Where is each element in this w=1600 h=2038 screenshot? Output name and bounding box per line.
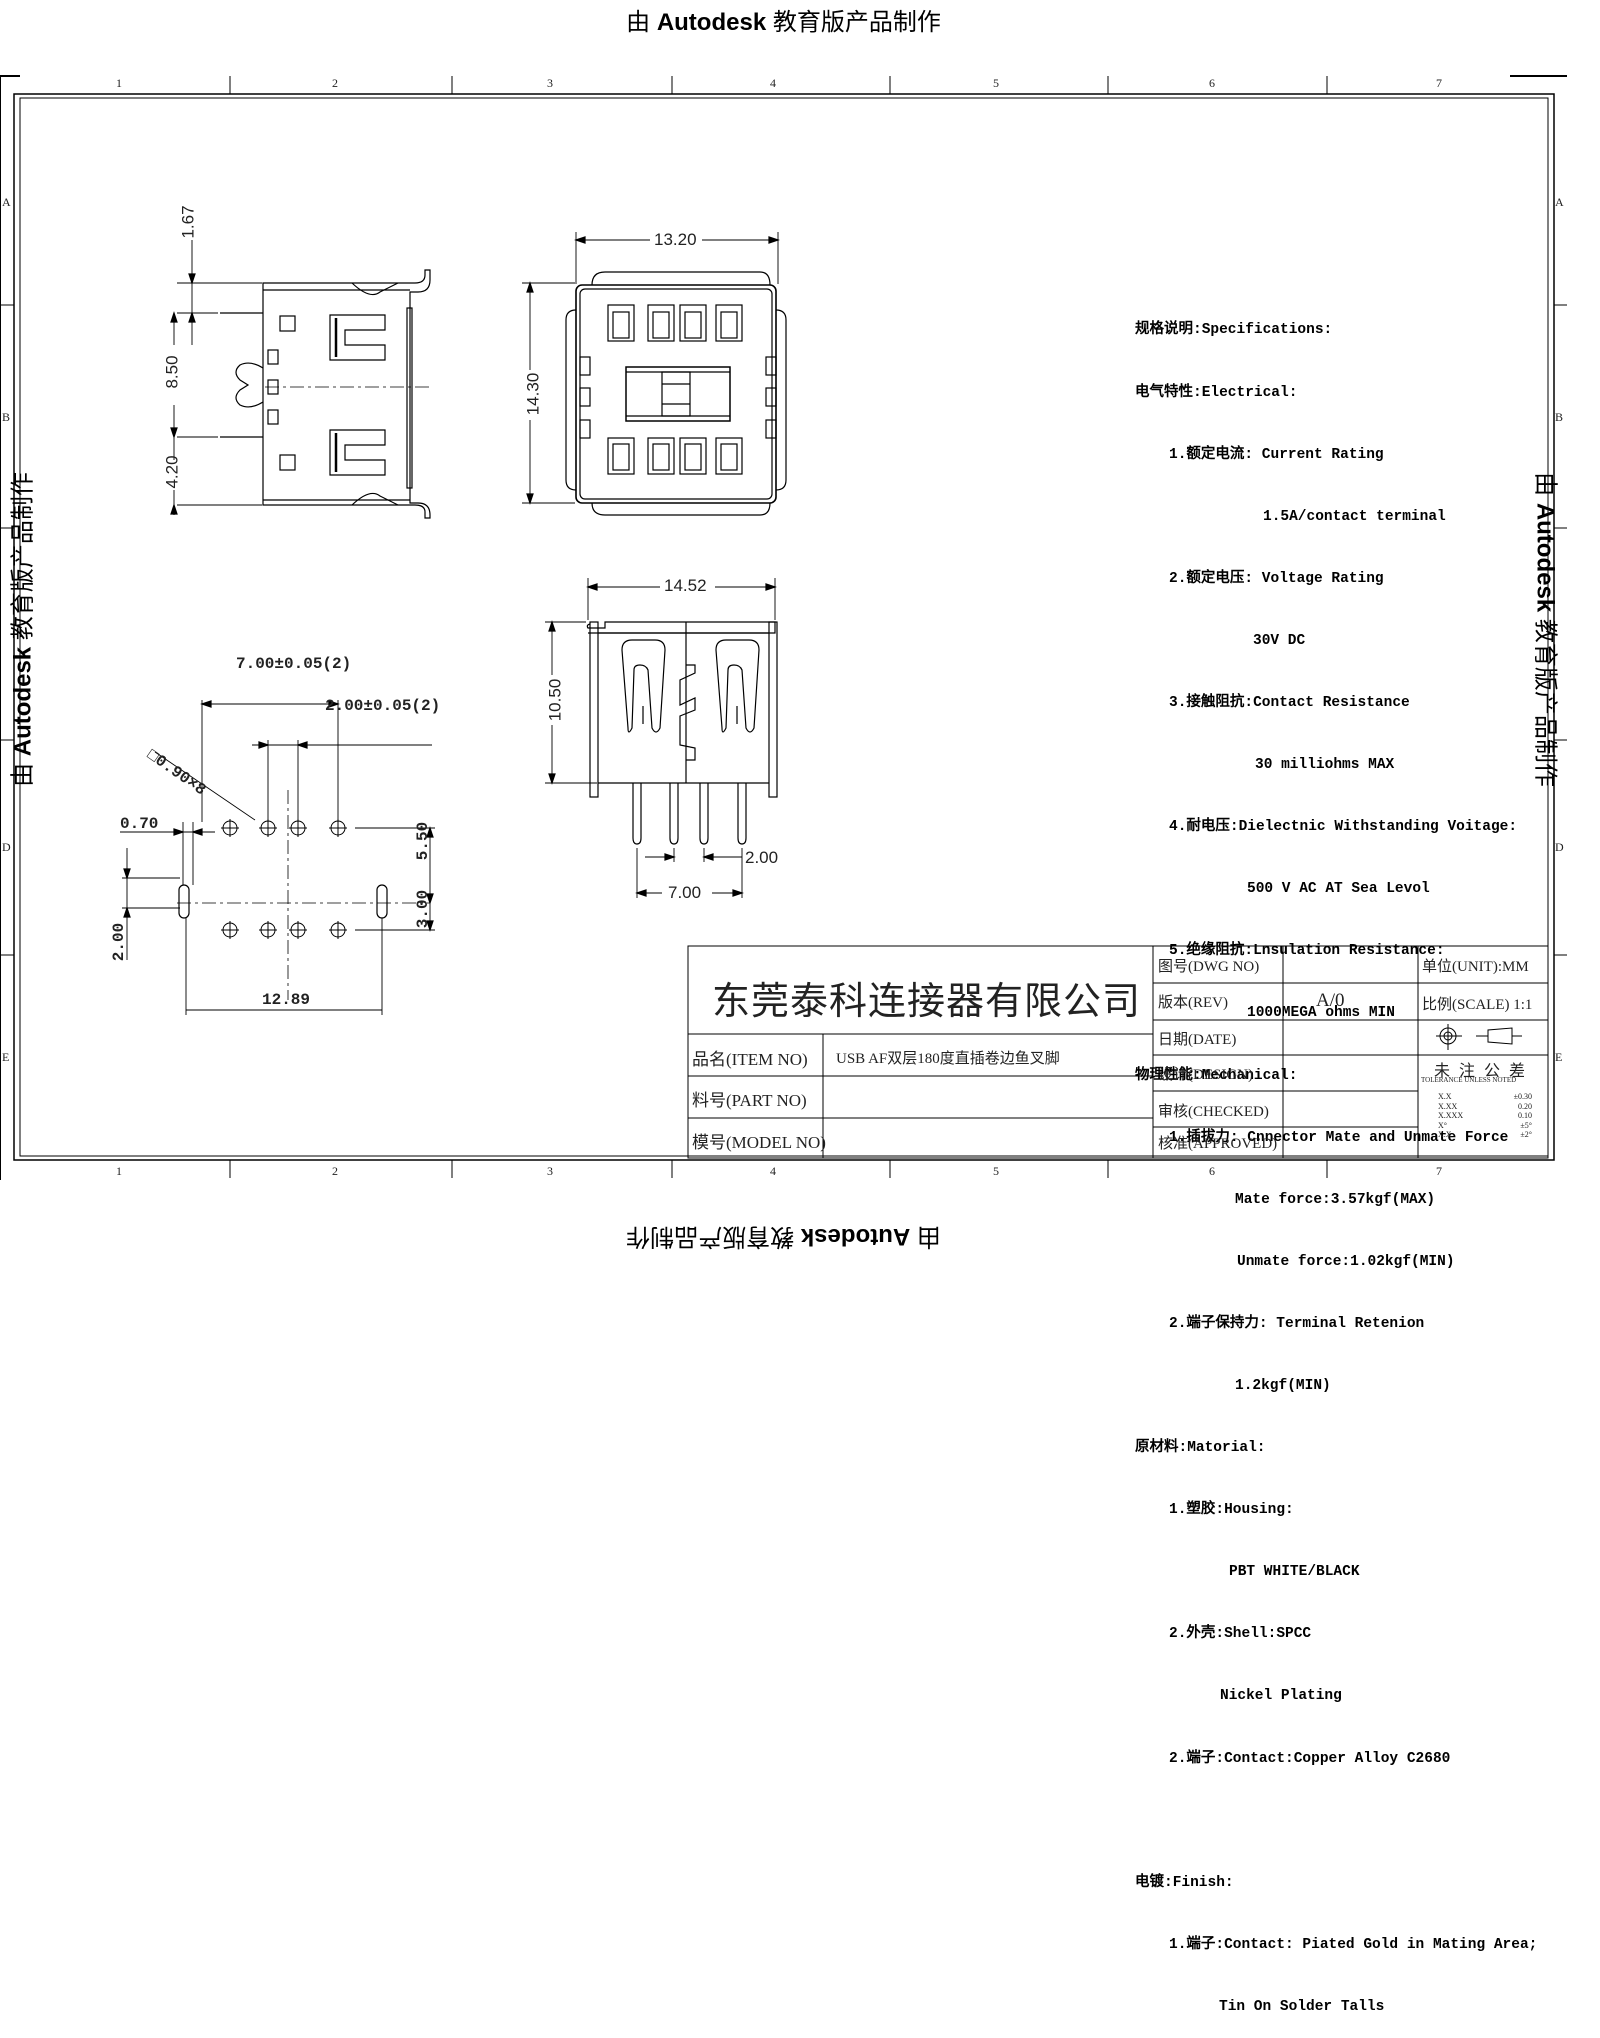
model-no-label: 模号(MODEL NO) — [692, 1133, 826, 1152]
col-label-7: 7 — [1436, 76, 1442, 90]
spec-line: 1.5A/contact terminal — [1263, 508, 1446, 525]
date-label: 日期(DATE) — [1158, 1032, 1237, 1048]
col-label-7-bottom: 7 — [1436, 1164, 1442, 1178]
rev-label: 版本(REV) — [1158, 995, 1228, 1011]
col-label-1: 1 — [116, 76, 122, 90]
spec-line: Unmate force:1.02kgf(MIN) — [1237, 1253, 1455, 1270]
spec-line: 1.端子:Contact: Piated Gold in Mating Area… — [1169, 1936, 1538, 1953]
tolerance-title: 未注公差 — [1434, 1063, 1535, 1080]
dim-pcb-5-50: 5.50 — [414, 821, 433, 861]
title-block-grid — [687, 945, 1549, 1159]
spec-line: 2.额定电压: Voltage Rating — [1169, 570, 1384, 587]
dim-front-13-20: 13.20 — [654, 230, 697, 249]
spec-line: 1.塑胶:Housing: — [1169, 1502, 1294, 1519]
col-label-6: 6 — [1209, 76, 1215, 90]
row-label-e-right: E — [1555, 1050, 1563, 1064]
spec-line: 5.绝缘阻抗:Lnsulation Resistance: — [1169, 943, 1445, 960]
bottom-view — [545, 578, 778, 898]
spec-line: 电气特性:Electrical: — [1135, 384, 1298, 401]
row-label-e: E — [2, 1050, 10, 1064]
dim-side-4-20: 4.20 — [162, 455, 182, 489]
spec-line: 原材料:Matorial: — [1135, 1440, 1266, 1457]
tolerance-subtitle: TOLERANCE UNLESS NOTED — [1421, 1076, 1517, 1084]
dim-pcb-2-00-vertical: 2.00 — [110, 922, 129, 962]
row-label-a: A — [2, 195, 11, 209]
col-label-5: 5 — [993, 76, 999, 90]
dim-front-14-30: 14.30 — [523, 372, 543, 416]
col-label-2: 2 — [332, 76, 338, 90]
spec-line: Mate force:3.57kgf(MAX) — [1235, 1191, 1436, 1208]
watermark-top: 由 Autodesk 教育版产品制作 — [626, 9, 941, 36]
spec-line: Tin On Solder Talls — [1219, 1998, 1385, 2015]
spec-line: 1.额定电流: Current Rating — [1169, 446, 1384, 463]
drawing-canvas — [0, 75, 1567, 1180]
dim-side-1-67: 1.67 — [178, 205, 198, 239]
spec-line: 2.端子保持力: Terminal Retenion — [1169, 1315, 1425, 1332]
item-no-label: 品名(ITEM NO) — [692, 1050, 808, 1069]
side-view — [170, 240, 431, 519]
item-no-value: USB AF双层180度直插卷边鱼叉脚 — [836, 1051, 1060, 1067]
spec-line: 1.2kgf(MIN) — [1235, 1378, 1331, 1394]
tolerance-values: ±0.30 0.20 0.10 ±5° ±2° — [1513, 1092, 1532, 1139]
dim-side-8-50: 8.50 — [162, 355, 182, 389]
col-label-2-bottom: 2 — [332, 1164, 338, 1178]
dim-pcb-2-00: 2.00±0.05(2) — [325, 697, 441, 715]
approved-label: 核准(APPROVED) — [1158, 1136, 1278, 1152]
spec-line: 规格说明:Specifications: — [1135, 322, 1333, 339]
spec-line: 1.插拔力: Cnnector Mate and Unmate Force — [1169, 1129, 1509, 1146]
drawing-frame — [0, 75, 1567, 1180]
col-label-4-bottom: 4 — [770, 1164, 776, 1178]
dwg-no-label: 图号(DWG NO) — [1158, 959, 1260, 975]
row-label-a-right: A — [1555, 195, 1564, 209]
spec-line: Nickel Plating — [1220, 1688, 1342, 1705]
col-label-5-bottom: 5 — [993, 1164, 999, 1178]
spec-line: 2.外壳:Shell:SPCC — [1169, 1626, 1312, 1643]
row-label-b-right: B — [1555, 410, 1564, 424]
checked-label: 审核(CHECKED) — [1158, 1104, 1269, 1120]
dim-pcb-0-70: 0.70 — [120, 815, 159, 833]
row-label-b: B — [2, 410, 11, 424]
spec-line: 电镀:Finish: — [1135, 1874, 1234, 1891]
spec-line: 2.端子:Contact:Copper Alloy C2680 — [1169, 1750, 1451, 1767]
dim-bottom-2-00: 2.00 — [745, 848, 779, 867]
row-label-d-right: D — [1555, 840, 1564, 854]
scale-label: 比例(SCALE) 1:1 — [1422, 997, 1533, 1013]
dim-pcb-3-00: 3.00 — [414, 889, 433, 929]
col-label-6-bottom: 6 — [1209, 1164, 1215, 1178]
row-label-d: D — [2, 840, 11, 854]
col-label-3: 3 — [547, 76, 553, 90]
spec-line: 1000MEGA ohms MIN — [1247, 1005, 1395, 1022]
part-no-label: 料号(PART NO) — [692, 1091, 807, 1110]
company-name: 东莞泰科连接器有限公司 — [712, 981, 1142, 1023]
dim-bottom-14-52: 14.52 — [664, 576, 707, 595]
spec-line: 500 V AC AT Sea Levol — [1247, 881, 1430, 898]
design-label: 设计(DESIGN) — [1158, 1067, 1253, 1083]
spec-line: 4.耐电压:Dielectnic Withstanding Voitage: — [1169, 819, 1518, 836]
front-view — [522, 232, 787, 516]
spec-line: PBT WHITE/BLACK — [1229, 1564, 1360, 1581]
dim-pcb-7-00: 7.00±0.05(2) — [236, 655, 352, 673]
spec-line: 3.接触阻抗:Contact Resistance — [1169, 694, 1410, 711]
col-label-4: 4 — [770, 76, 776, 90]
col-label-1-bottom: 1 — [116, 1164, 122, 1178]
rev-value: A/0 — [1316, 990, 1345, 1011]
dim-bottom-7-00: 7.00 — [668, 883, 702, 902]
unit-label: 单位(UNIT):MM — [1422, 959, 1529, 975]
spec-line: 30V DC — [1253, 632, 1306, 649]
col-label-3-bottom: 3 — [547, 1164, 553, 1178]
spec-line — [1135, 1811, 1537, 1832]
dim-bottom-10-50: 10.50 — [545, 678, 565, 722]
pcb-layout — [120, 700, 435, 1015]
tolerance-keys: X.X X.XX X.XXX X° X.X — [1438, 1092, 1464, 1139]
spec-line: 物理性能:Mechanical: — [1135, 1067, 1298, 1084]
specifications-notes: 规格说明:Specifications: 电气特性:Electrical: 1.… — [1135, 279, 1537, 2038]
spec-line: 30 milliohms MAX — [1255, 757, 1395, 774]
dim-pcb-12-89: 12.89 — [262, 991, 311, 1009]
